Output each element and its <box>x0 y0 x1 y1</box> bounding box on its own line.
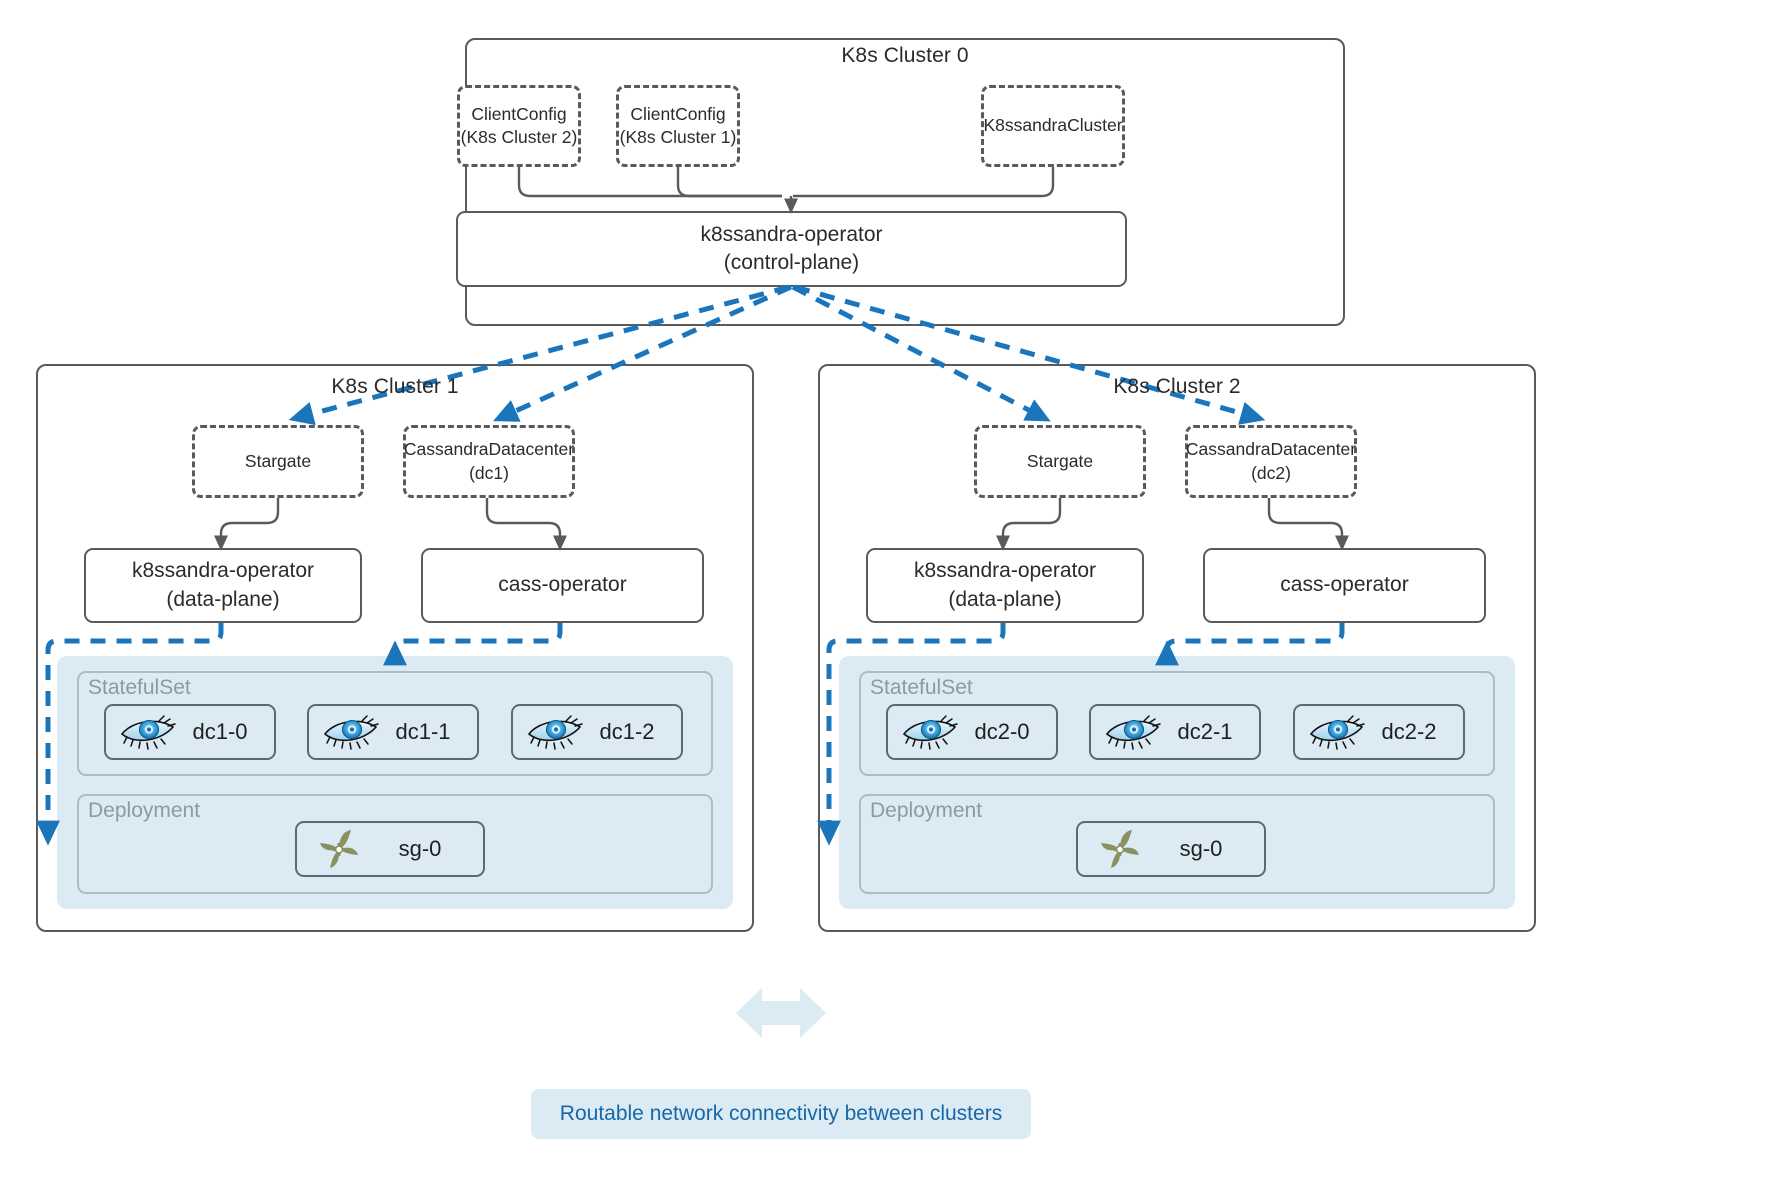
pod-dc1-0[interactable]: dc1-0 <box>104 704 276 760</box>
cluster-data-plane-1-title: K8s Cluster 1 <box>331 375 459 398</box>
pod-dc2-2[interactable]: dc2-2 <box>1293 704 1465 760</box>
crd-line1: CassandraDatacenter <box>1185 439 1357 460</box>
cassandra-eye-icon <box>898 712 962 752</box>
crd-line2: (K8s Cluster 1) <box>619 127 737 147</box>
pod-dc1-1[interactable]: dc1-1 <box>307 704 479 760</box>
crd-line2: (dc2) <box>1251 462 1291 483</box>
inter-cluster-network-arrow <box>736 988 826 1038</box>
cassandra-eye-icon <box>319 712 383 752</box>
cassandra-eye-icon <box>523 712 587 752</box>
crd-cassandradatacenter-dc2[interactable]: CassandraDatacenter (dc2) <box>1185 425 1357 498</box>
crd-line1: Stargate <box>1026 450 1094 471</box>
pod-dc1-2[interactable]: dc1-2 <box>511 704 683 760</box>
pod-label: dc1-2 <box>599 719 655 744</box>
pod-dc2-1[interactable]: dc2-1 <box>1089 704 1261 760</box>
deployment-group-2 <box>859 794 1495 894</box>
cassandra-eye-icon <box>1305 712 1369 752</box>
operator-line1: k8ssandra-operator <box>913 559 1097 583</box>
crd-line1: ClientConfig <box>630 103 726 124</box>
crd-line2: (dc1) <box>469 462 509 483</box>
pod-label: dc2-1 <box>1177 719 1233 744</box>
crd-clientconfig-cluster2[interactable]: ClientConfig (K8s Cluster 2) <box>457 85 581 167</box>
crd-stargate-dc1[interactable]: Stargate <box>192 425 364 498</box>
cassandra-eye-icon <box>116 712 180 752</box>
operator-k8ssandra-data-plane-2[interactable]: k8ssandra-operator (data-plane) <box>866 548 1144 623</box>
operator-cass-operator-2[interactable]: cass-operator <box>1203 548 1486 623</box>
pod-sg-0-cluster2[interactable]: sg-0 <box>1076 821 1266 877</box>
operator-control-plane[interactable]: k8ssandra-operator (control-plane) <box>456 211 1127 287</box>
operator-cass-operator-1[interactable]: cass-operator <box>421 548 704 623</box>
pod-label: dc1-0 <box>192 719 248 744</box>
operator-line1: k8ssandra-operator <box>131 559 315 583</box>
operator-k8ssandra-data-plane-1[interactable]: k8ssandra-operator (data-plane) <box>84 548 362 623</box>
crd-cassandradatacenter-dc1[interactable]: CassandraDatacenter (dc1) <box>403 425 575 498</box>
deployment-group-1 <box>77 794 713 894</box>
operator-line1: cass-operator <box>498 573 627 597</box>
operator-line2: (control-plane) <box>723 251 860 274</box>
pod-label: dc2-2 <box>1381 719 1437 744</box>
stargate-pinwheel-icon <box>307 829 371 869</box>
crd-line1: ClientConfig <box>471 103 567 124</box>
crd-line1: Stargate <box>244 450 312 471</box>
deployment-label-2: Deployment <box>870 799 983 822</box>
cluster-data-plane-2-title: K8s Cluster 2 <box>1113 375 1241 398</box>
crd-k8ssandracluster[interactable]: K8ssandraCluster <box>981 85 1125 167</box>
crd-stargate-dc2[interactable]: Stargate <box>974 425 1146 498</box>
routable-network-caption: Routable network connectivity between cl… <box>531 1089 1031 1139</box>
stargate-pinwheel-icon <box>1088 829 1152 869</box>
pod-label: sg-0 <box>398 836 442 861</box>
deployment-label-1: Deployment <box>88 799 201 822</box>
pod-label: dc2-0 <box>974 719 1030 744</box>
cluster-control-plane-title: K8s Cluster 0 <box>841 44 969 67</box>
statefulset-label-2: StatefulSet <box>870 676 973 699</box>
crd-line1: CassandraDatacenter <box>403 439 575 460</box>
operator-line2: (data-plane) <box>948 587 1062 611</box>
pod-label: dc1-1 <box>395 719 451 744</box>
operator-line2: (data-plane) <box>166 587 280 611</box>
pod-sg-0-cluster1[interactable]: sg-0 <box>295 821 485 877</box>
statefulset-label-1: StatefulSet <box>88 676 191 699</box>
cassandra-eye-icon <box>1101 712 1165 752</box>
operator-line1: cass-operator <box>1280 573 1409 597</box>
crd-line1: K8ssandraCluster <box>983 115 1123 136</box>
crd-clientconfig-cluster1[interactable]: ClientConfig (K8s Cluster 1) <box>616 85 740 167</box>
operator-line1: k8ssandra-operator <box>700 222 883 246</box>
routable-network-caption-text: Routable network connectivity between cl… <box>559 1102 1003 1125</box>
pod-label: sg-0 <box>1179 836 1223 861</box>
pod-dc2-0[interactable]: dc2-0 <box>886 704 1058 760</box>
crd-line2: (K8s Cluster 2) <box>460 127 578 147</box>
